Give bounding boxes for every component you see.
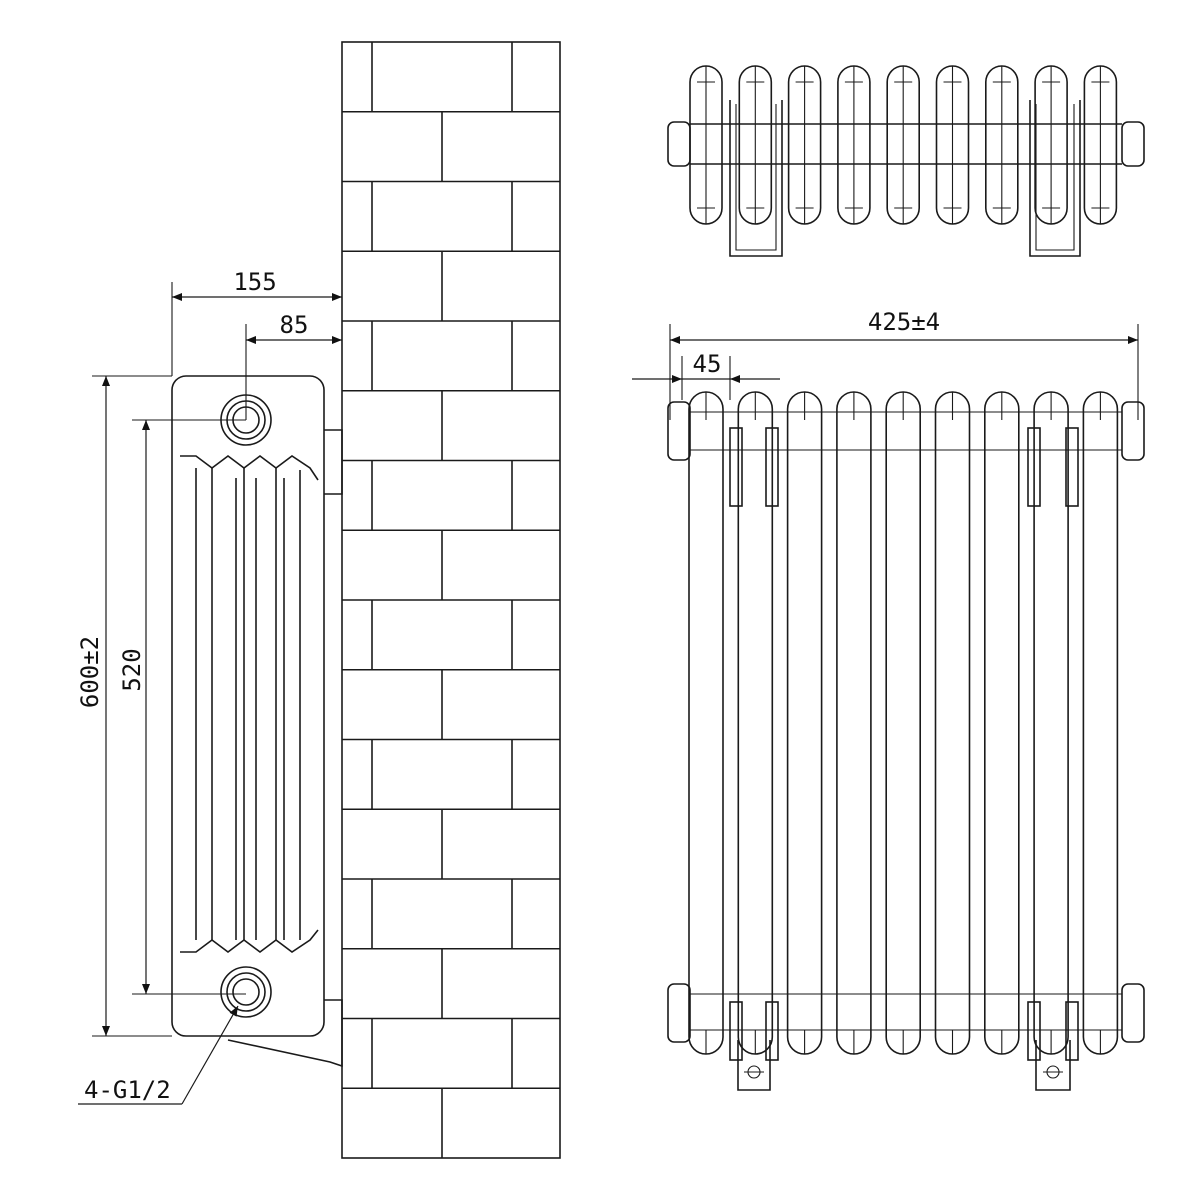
front-section-tube (1082, 391, 1119, 1055)
front-bottom-bracket-left (729, 1001, 743, 1061)
front-section-tube (934, 391, 971, 1055)
top-view (667, 65, 1145, 257)
side-view-body (171, 375, 325, 1037)
front-section-tube (786, 391, 823, 1055)
dim-pipe-centers: 520 (118, 648, 146, 691)
front-top-bracket-right (1065, 427, 1079, 507)
top-right-end-plug (1121, 121, 1145, 167)
dim-depth-total: 155 (233, 268, 276, 296)
top-wall-bracket (729, 100, 783, 257)
top-left-end-plug (667, 121, 691, 167)
front-bottom-bracket-foot (737, 1040, 771, 1091)
side-view: 155 85 600±2 520 4-G1/2 (76, 268, 343, 1105)
front-section-tube (983, 391, 1020, 1055)
top-wall-bracket (1029, 100, 1081, 257)
top-wall-bracket-inner (1035, 104, 1075, 251)
bottom-wall-bracket (227, 999, 343, 1068)
front-end-plug (667, 983, 691, 1043)
front-bottom-bracket-foot (1035, 1040, 1071, 1091)
front-section-tube (836, 391, 872, 1055)
dim-pipe-offset: 85 (280, 311, 309, 339)
connection-label: 4-G1/2 (84, 1076, 171, 1104)
dim-height: 600±2 (76, 636, 104, 708)
front-bottom-bracket-left (1027, 1001, 1041, 1061)
front-top-bracket-right (765, 427, 779, 507)
front-end-plug (1121, 983, 1145, 1043)
front-section-tube (688, 391, 724, 1055)
front-section-tube (1033, 391, 1069, 1055)
front-section-tube (737, 391, 774, 1055)
front-view-dimensions: 425±4 45 (632, 308, 1139, 420)
side-view-columns (180, 455, 319, 953)
top-wall-bracket (324, 429, 343, 495)
dim-width: 425±4 (868, 308, 940, 336)
front-end-plug (667, 401, 691, 461)
front-bottom-bracket-right (765, 1001, 779, 1061)
front-section-tube (885, 391, 922, 1055)
dim-pitch: 45 (693, 350, 722, 378)
bottom-pipe-connection (220, 966, 272, 1018)
front-top-bracket-left (1027, 427, 1041, 507)
brick-wall (341, 41, 561, 1159)
top-wall-bracket-inner (735, 104, 777, 251)
front-bottom-bracket-right (1065, 1001, 1079, 1061)
front-view (667, 391, 1145, 1091)
front-top-bracket-left (729, 427, 743, 507)
front-end-plug (1121, 401, 1145, 461)
